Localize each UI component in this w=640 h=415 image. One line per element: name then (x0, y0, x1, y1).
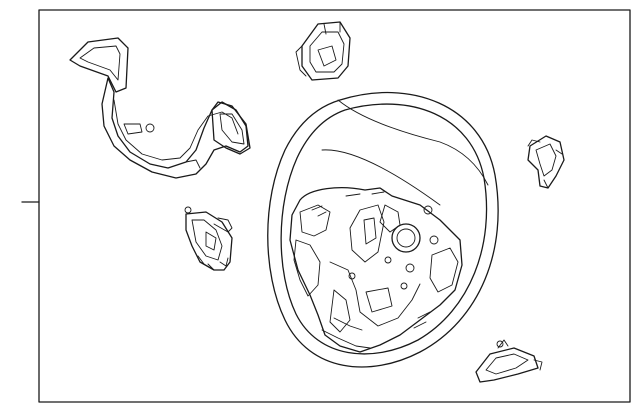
right-switch-cover (527, 135, 565, 189)
switch-bezel-bracket (69, 37, 251, 179)
diagram-frame (38, 9, 631, 403)
left-switch-assembly (184, 206, 233, 271)
steering-wheel (267, 91, 499, 368)
lower-switch-cover (475, 339, 543, 383)
upper-switch-cover (295, 21, 351, 81)
